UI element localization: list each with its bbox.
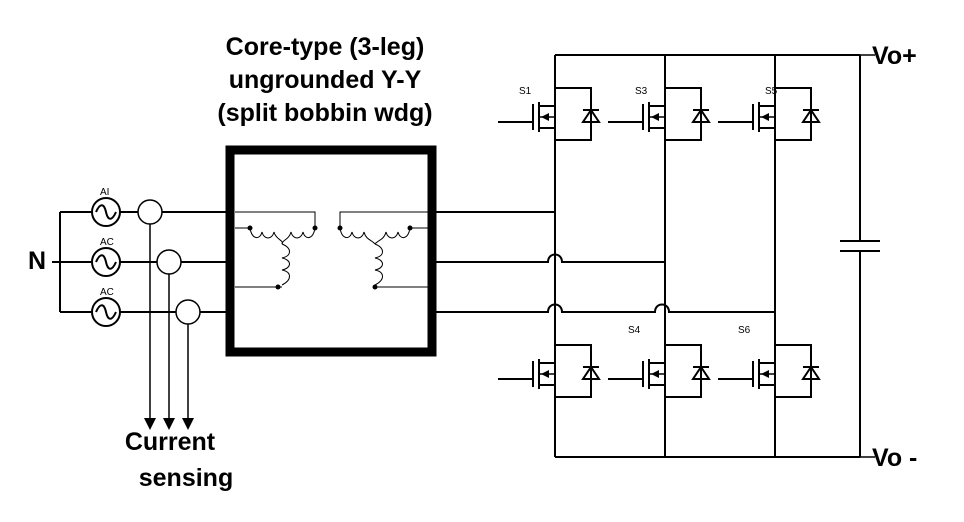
switch-label-s1: S1: [519, 86, 532, 97]
neutral-label: N: [28, 247, 46, 275]
title-line-2: ungrounded Y-Y: [229, 66, 422, 94]
switch-label-s4: S4: [628, 325, 641, 336]
title-line-3: (split bobbin wdg): [217, 99, 432, 127]
current-sensing-line-1: Current: [125, 428, 216, 456]
current-sensor-a: [137, 199, 163, 225]
switch-s6: [717, 344, 820, 410]
secondary-y-winding: [337, 211, 428, 290]
current-sensing-line-2: sensing: [139, 464, 233, 492]
vo-plus-label: Vo+: [872, 42, 917, 70]
switch-label-s3: S3: [635, 86, 648, 97]
ac-source-b: AC: [91, 237, 121, 277]
neutral-bus: [52, 211, 92, 313]
switch-s5: [717, 87, 820, 153]
switch-label-s5: S5: [765, 86, 778, 97]
ac-source-c: AC: [91, 287, 121, 327]
current-sensor-b: [156, 249, 182, 275]
current-sensor-c: [175, 299, 201, 325]
svg-text:AC: AC: [100, 237, 114, 248]
switch-s1: [497, 87, 600, 153]
phase-b-output: [432, 253, 665, 263]
svg-text:AC: AC: [100, 287, 114, 298]
switch-s4: [607, 344, 710, 410]
vo-minus-label: Vo -: [872, 444, 917, 472]
output-capacitor: [840, 55, 880, 457]
title-line-1: Core-type (3-leg): [226, 33, 425, 61]
phase-c-output: [432, 303, 775, 313]
switch-s2: [497, 344, 600, 410]
switch-label-s6: S6: [738, 325, 751, 336]
ac-source-a: AI: [91, 187, 121, 227]
transformer-core-box: [225, 145, 437, 357]
svg-text:AI: AI: [100, 187, 109, 198]
switch-s3: [607, 87, 710, 153]
primary-y-winding: [235, 211, 318, 290]
